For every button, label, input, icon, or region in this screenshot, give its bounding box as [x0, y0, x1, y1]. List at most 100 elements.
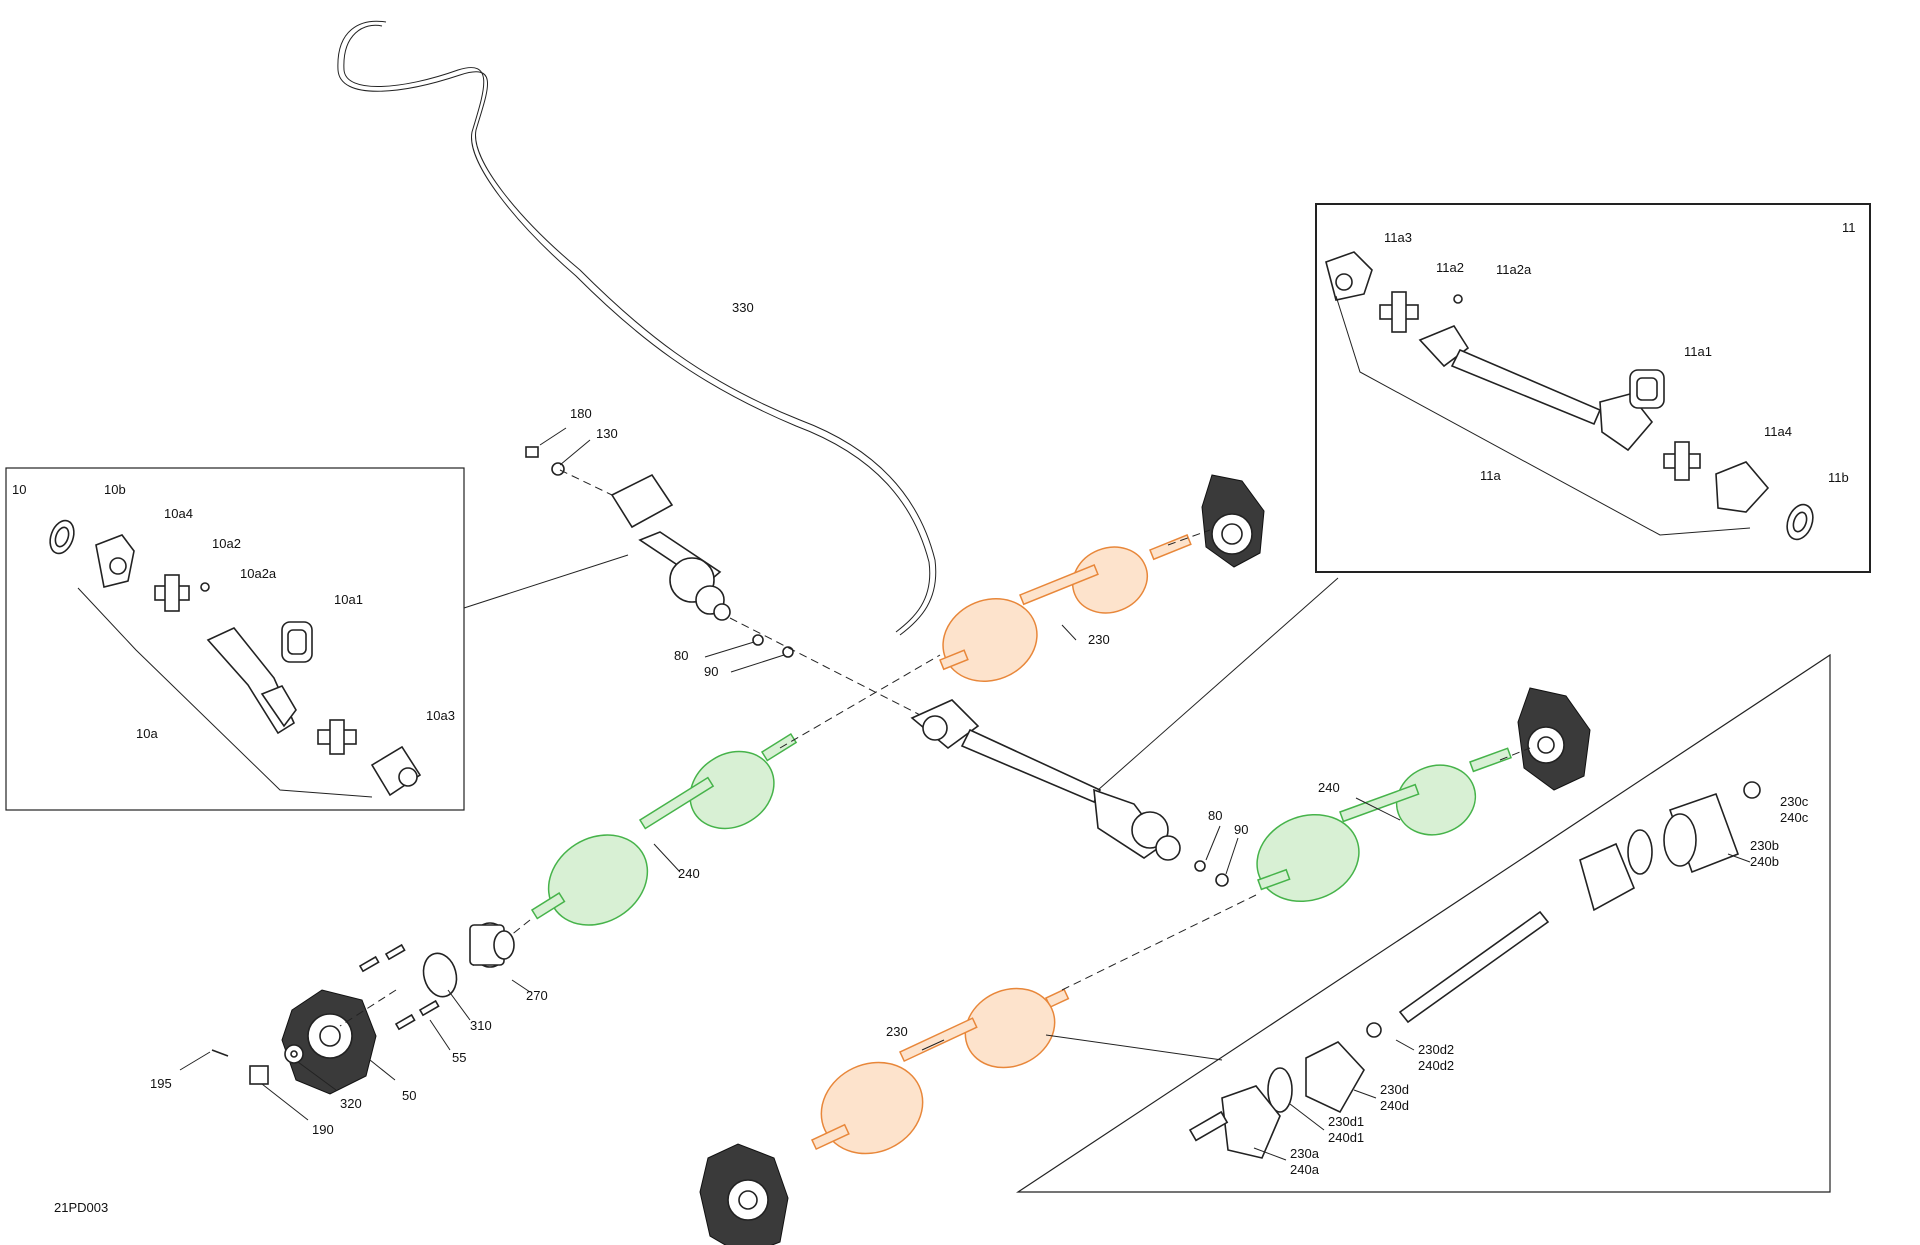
rear-propshaft	[610, 473, 731, 621]
part-230d-boot	[1305, 1041, 1365, 1114]
callout-labels: 10 10b 10a4 10a2 10a2a 10a1 10a 10a3 11 …	[12, 220, 1856, 1215]
callout-180: 180	[570, 406, 592, 421]
callout-190: 190	[312, 1122, 334, 1137]
callout-10a2: 10a2	[212, 536, 241, 551]
leader-240a	[653, 843, 681, 873]
callout-230d: 230d	[1380, 1082, 1409, 1097]
part-11a3-yoke	[1325, 251, 1373, 301]
leader-box10	[463, 554, 629, 609]
axle-240-left	[530, 732, 798, 926]
callout-230-top: 230	[1088, 632, 1110, 647]
leader-270	[511, 979, 531, 993]
part-boot-upper	[1579, 842, 1636, 912]
axis-hub-left	[339, 989, 397, 1027]
part-230b-housing	[1663, 792, 1740, 874]
leader-80b	[1205, 825, 1221, 861]
part-50-hub	[281, 989, 377, 1095]
callout-90b: 90	[1234, 822, 1248, 837]
axle-230-top	[939, 534, 1192, 682]
part-190-nut	[249, 1065, 269, 1085]
part-11a2-cross	[1379, 291, 1419, 333]
callout-270: 270	[526, 988, 548, 1003]
leader-90b	[1225, 837, 1239, 875]
part-55-bolts	[358, 943, 440, 1031]
leader-axle-detail	[1045, 1034, 1223, 1061]
callout-240d2: 240d2	[1418, 1058, 1454, 1073]
callout-230-bottom: 230	[886, 1024, 908, 1039]
part-90-washer-b	[1215, 873, 1229, 887]
part-10a2a-fitting	[200, 582, 210, 592]
callout-10a1: 10a1	[334, 592, 363, 607]
callout-240-right: 240	[1318, 780, 1340, 795]
line-330	[337, 20, 937, 636]
axis-prop-center	[729, 617, 931, 721]
axis-230bottom-240right	[1061, 894, 1257, 991]
leader-230d	[1353, 1089, 1377, 1099]
callout-10a4: 10a4	[164, 506, 193, 521]
callout-11a: 11a	[1480, 468, 1501, 483]
front-hub-right	[1517, 687, 1591, 791]
callout-230b: 230b	[1750, 838, 1779, 853]
axis-240left-prop	[779, 654, 941, 749]
callout-80b: 80	[1208, 808, 1222, 823]
part-230c-clip	[1743, 781, 1761, 799]
callout-10b: 10b	[104, 482, 126, 497]
axis-230top-hub	[1167, 529, 1211, 546]
part-11a4-yoke	[1663, 441, 1770, 513]
callout-320: 320	[340, 1096, 362, 1111]
detail-box-11	[1315, 203, 1871, 573]
leader-190	[261, 1083, 309, 1121]
front-propshaft	[910, 699, 1181, 861]
part-320-washer	[284, 1044, 304, 1064]
part-180-bolt	[525, 446, 539, 458]
callout-130: 130	[596, 426, 618, 441]
callout-11: 11	[1842, 220, 1856, 235]
part-80-bolt-b	[1194, 860, 1206, 872]
part-11b-seal	[1786, 503, 1814, 541]
part-10a-shaft	[206, 627, 297, 735]
part-10a4-yoke	[95, 534, 135, 588]
detail-box-10	[5, 467, 465, 811]
leader-80a	[704, 641, 755, 658]
callout-11a2a: 11a2a	[1496, 262, 1532, 277]
callout-11a3: 11a3	[1384, 230, 1412, 245]
leader-11a	[1335, 295, 1751, 536]
part-11a1-boot	[1629, 369, 1665, 409]
leader-180	[539, 427, 567, 446]
callout-240b: 240b	[1750, 854, 1779, 869]
callout-10a: 10a	[136, 726, 158, 741]
part-10b-seal	[49, 519, 75, 555]
front-hub-top	[1201, 474, 1265, 568]
callout-230a: 230a	[1290, 1146, 1320, 1161]
part-11a-shaft	[1418, 325, 1654, 452]
callout-195: 195	[150, 1076, 172, 1091]
callout-11b: 11b	[1828, 470, 1849, 485]
callout-10: 10	[12, 482, 26, 497]
part-10a3-yoke	[317, 719, 422, 797]
leader-90a	[730, 654, 785, 673]
leader-55	[429, 1019, 451, 1051]
leader-230b-detail	[1727, 853, 1751, 863]
callout-10a2a: 10a2a	[240, 566, 277, 581]
part-195-pin	[211, 1049, 229, 1057]
detail-triangle-axle	[1016, 653, 1831, 1193]
callout-55: 55	[452, 1050, 466, 1065]
leader-230d1	[1289, 1103, 1325, 1131]
part-80-bolt-a	[752, 634, 764, 646]
part-270-bearing	[469, 922, 515, 968]
leader-230d2	[1395, 1039, 1415, 1051]
leader-320	[297, 1061, 337, 1091]
callout-80a: 80	[674, 648, 688, 663]
part-10a1-boot	[281, 621, 313, 663]
callout-11a1: 11a1	[1684, 344, 1712, 359]
callout-230d1: 230d1	[1328, 1114, 1364, 1129]
part-230a-joint	[1188, 1085, 1281, 1159]
axle-240-right	[1256, 747, 1512, 903]
callout-11a2: 11a2	[1436, 260, 1464, 275]
part-130-nut	[551, 462, 565, 476]
leader-130	[559, 439, 591, 466]
callout-240a: 240a	[1290, 1162, 1320, 1177]
callout-230d2: 230d2	[1418, 1042, 1454, 1057]
callout-230c: 230c	[1780, 794, 1809, 809]
